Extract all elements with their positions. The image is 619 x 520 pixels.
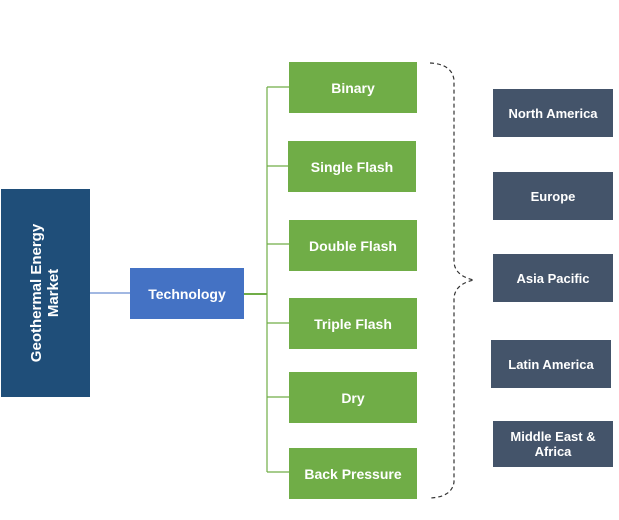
technology-node: Technology	[130, 268, 244, 319]
tech-node-double-flash: Double Flash	[289, 220, 417, 271]
region-north-america: North America	[493, 89, 613, 137]
tech-node-dry: Dry	[289, 372, 417, 423]
region-europe: Europe	[493, 172, 613, 220]
tech-node-single-flash: Single Flash	[288, 141, 416, 192]
tech-node-triple-flash: Triple Flash	[289, 298, 417, 349]
region-asia-pacific: Asia Pacific	[493, 254, 613, 302]
region-brace	[429, 62, 475, 499]
region-latin-america: Latin America	[491, 340, 611, 388]
root-label-line1: Geothermal Energy	[28, 223, 46, 363]
root-label-line2: Market	[45, 268, 63, 318]
region-middle-east-africa: Middle East & Africa	[493, 421, 613, 467]
tech-node-back-pressure: Back Pressure	[289, 448, 417, 499]
tech-node-binary: Binary	[289, 62, 417, 113]
root-node: Geothermal Energy Market	[1, 189, 90, 397]
